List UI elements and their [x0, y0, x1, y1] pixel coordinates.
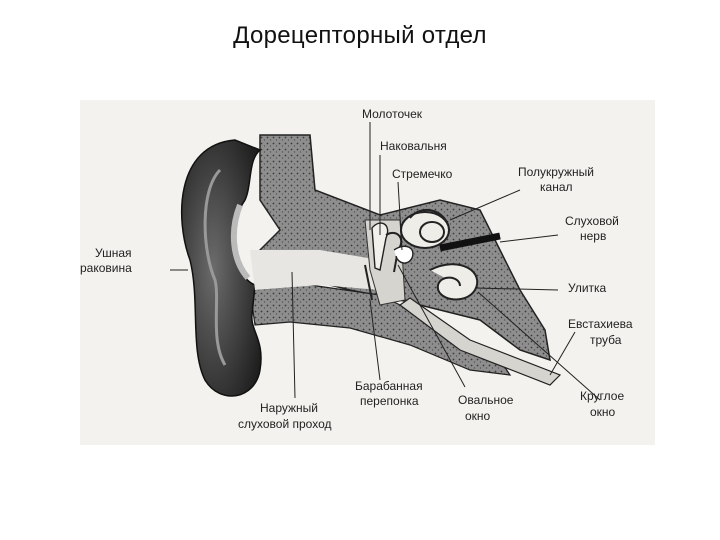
label-canal-1: Наружный: [260, 401, 318, 415]
label-pinna-2: раковина: [80, 261, 132, 275]
label-semicircular-2: канал: [540, 180, 573, 194]
pinna: [180, 139, 262, 397]
label-round-window-1: Круглое: [580, 389, 624, 403]
semicircular-canals: [400, 209, 450, 249]
label-cochlea: Улитка: [568, 281, 607, 295]
label-eustachian-1: Евстахиева: [568, 317, 633, 331]
label-eardrum-2: перепонка: [360, 394, 419, 408]
eardrum: [364, 264, 373, 301]
pinna-inner-cartilage: [230, 203, 251, 280]
label-malleus: Молоточек: [362, 107, 423, 121]
label-oval-window-2: окно: [465, 409, 491, 423]
label-canal-2: слуховой проход: [238, 417, 331, 431]
label-stapes: Стремечко: [392, 167, 453, 181]
auditory-nerve: [439, 232, 501, 252]
ear-anatomy-diagram: Молоточек Наковальня Стремечко Полукружн…: [80, 100, 655, 445]
label-round-window-2: окно: [590, 405, 616, 419]
ossicle-malleus: [371, 222, 389, 271]
label-nerve-1: Слуховой: [565, 214, 619, 228]
label-nerve-2: нерв: [580, 229, 606, 243]
pinna-fold: [203, 168, 227, 366]
ear-diagram-svg: Молоточек Наковальня Стремечко Полукружн…: [80, 100, 655, 445]
ossicle-stapes: [393, 245, 414, 264]
label-eustachian-2: труба: [590, 333, 622, 347]
eustachian-tube: [398, 297, 562, 386]
ear-canal: [250, 250, 380, 290]
label-pinna-1: Ушная: [95, 246, 132, 260]
leader-lines: [170, 122, 601, 401]
cochlea: [429, 263, 479, 301]
label-incus: Наковальня: [380, 139, 447, 153]
label-semicircular-1: Полукружный: [518, 165, 594, 179]
label-eardrum-1: Барабанная: [355, 379, 423, 393]
slide-title: Дорецепторный отдел: [233, 22, 487, 49]
label-oval-window-1: Овальное: [458, 393, 514, 407]
